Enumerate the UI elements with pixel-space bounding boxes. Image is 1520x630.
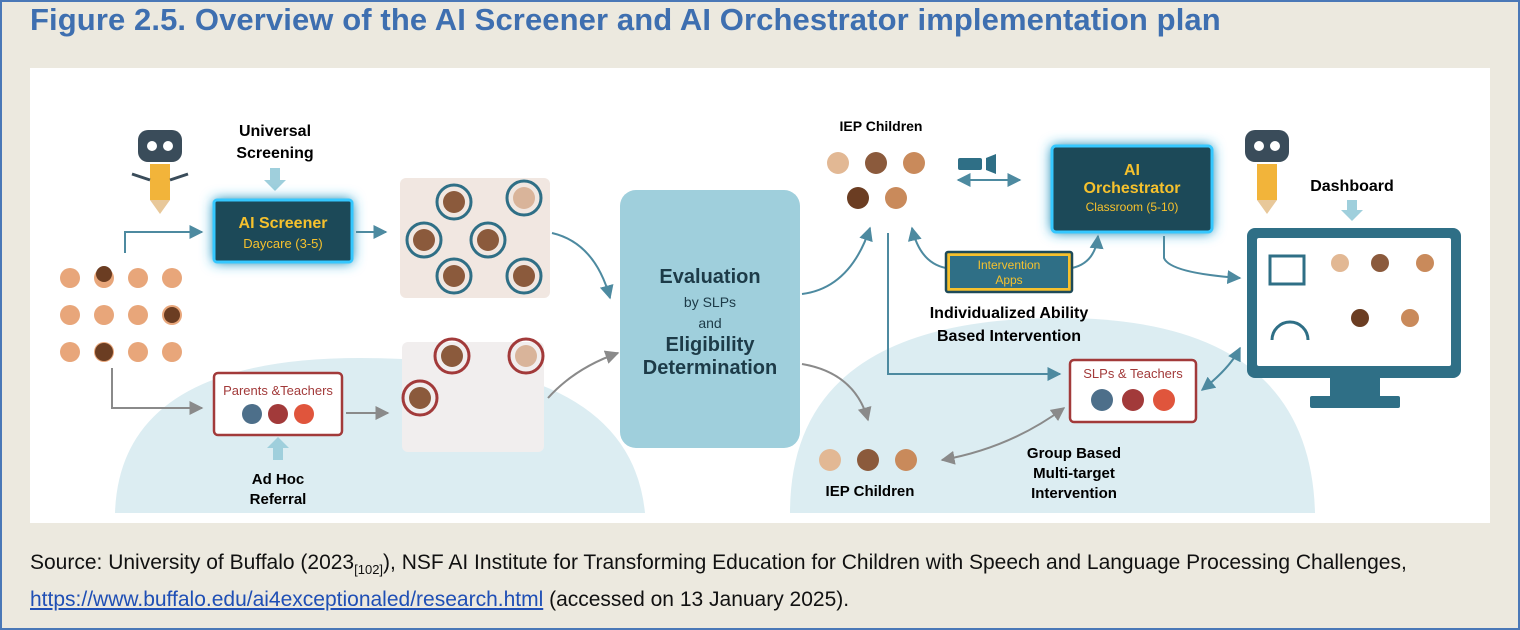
parents-teachers-label: Parents &Teachers [223,383,333,398]
iep-children-top-group [827,152,925,209]
source-middle: ), NSF AI Institute for Transforming Edu… [383,551,1407,574]
screened-children-group [400,178,550,298]
arrow-apps-to-iep [912,228,946,268]
intervention-apps-line1: Intervention [978,258,1041,272]
diagram-panel: Universal Screening AI Screener Daycare … [30,68,1490,523]
evaluation-box: Evaluation by SLPs and Eligibility Deter… [620,190,800,448]
robot-icon [132,130,188,214]
dashboard-monitor [1247,228,1461,408]
down-arrow-dashboard-icon [1341,200,1363,221]
ad-hoc-label: Ad Hoc [252,471,305,488]
source-ref: [102] [354,562,383,577]
iep-children-top-label: IEP Children [840,118,923,134]
individualized-line1: Individualized Ability [930,305,1089,322]
group-based-line3: Intervention [1031,485,1117,502]
ai-orchestrator-line2: Orchestrator [1084,180,1181,197]
evaluation-line1: Evaluation [659,266,760,288]
down-arrow-icon [264,168,286,191]
camera-speaker-icon [958,154,996,174]
evaluation-line5: Determination [643,357,777,379]
group-based-line2: Multi-target [1033,465,1115,482]
source-note: Source: University of Buffalo (2023[102]… [30,548,1490,615]
ai-screener-box: AI Screener Daycare (3-5) [214,200,352,262]
arrow-eval-to-iep-top [802,228,870,294]
slps-teachers-box: SLPs & Teachers [1070,360,1196,422]
arrow-apps-to-orch [1072,236,1098,268]
children-group [60,266,182,362]
referral-label: Referral [250,491,307,508]
arrow-top-to-eval [552,233,610,298]
slps-teachers-label: SLPs & Teachers [1083,366,1183,381]
iep-children-bottom-label: IEP Children [826,483,915,500]
source-suffix: (accessed on 13 January 2025). [543,588,849,611]
arrow-to-screener [125,232,202,253]
intervention-apps-box: Intervention Apps [946,252,1072,292]
ai-orchestrator-subtitle: Classroom (5-10) [1086,200,1179,214]
arrow-bottom-to-eval [548,353,618,398]
ai-orchestrator-box: AI Orchestrator Classroom (5-10) [1052,146,1212,232]
evaluation-line4: Eligibility [666,334,756,356]
ai-screener-title: AI Screener [239,215,328,232]
parents-teachers-box: Parents &Teachers [214,373,342,435]
group-based-line1: Group Based [1027,445,1121,462]
diagram-svg: Universal Screening AI Screener Daycare … [30,68,1490,523]
intervention-apps-line2: Apps [995,273,1022,287]
individualized-line2: Based Intervention [937,328,1081,345]
source-prefix: Source: University of Buffalo (2023 [30,551,354,574]
source-link[interactable]: https://www.buffalo.edu/ai4exceptionaled… [30,588,543,611]
universal-screening-label: Universal [239,123,311,140]
iep-children-bottom-group [819,449,917,471]
evaluation-line3: and [698,315,721,331]
robot-right-icon [1245,130,1289,214]
figure-title: Figure 2.5. Overview of the AI Screener … [30,2,1221,38]
ai-screener-subtitle: Daycare (3-5) [243,236,322,251]
dashboard-label: Dashboard [1310,178,1394,195]
referred-children-group [402,339,544,452]
evaluation-line2: by SLPs [684,294,736,310]
ai-orchestrator-line1: AI [1124,162,1140,179]
universal-screening-label-2: Screening [236,145,313,162]
arrow-orch-to-monitor [1164,236,1240,278]
